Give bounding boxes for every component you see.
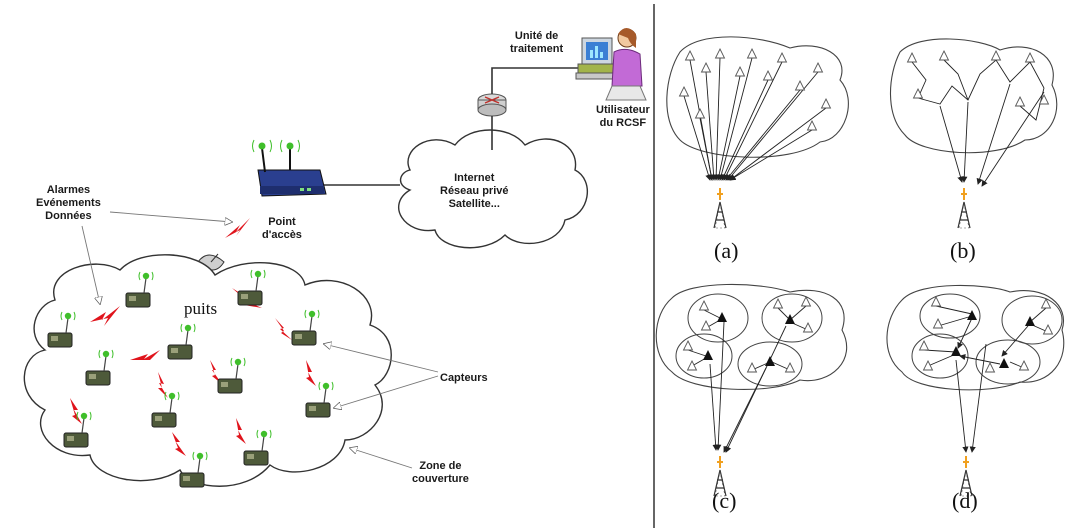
label-sink: puits: [184, 299, 218, 318]
user-computer-icon: [575, 28, 647, 101]
panel-label-a: (a): [714, 238, 739, 263]
coverage-cloud: [23, 254, 392, 487]
router-icon: [477, 93, 507, 117]
label-messages: Alarmes Evénements Données: [36, 184, 101, 222]
internet-cloud: [398, 129, 589, 249]
label-access-point: Point d'accès: [262, 216, 302, 241]
label-processing-unit: Unité de traitement: [510, 30, 564, 55]
panel-label-d: (d): [952, 488, 978, 513]
topology-a: [666, 36, 849, 229]
access-point-icon: [252, 139, 327, 197]
label-coverage: Zone de couverture: [412, 460, 469, 485]
topology-b: [889, 38, 1058, 229]
topology-d: [886, 284, 1065, 497]
panel-label-c: (c): [712, 488, 737, 513]
panel-label-b: (b): [950, 238, 976, 263]
label-network: Internet Réseau privé Satellite...: [440, 172, 509, 210]
label-sensors: Capteurs: [440, 372, 488, 384]
topology-c: [655, 283, 848, 497]
label-user: Utilisateur du RCSF: [596, 104, 650, 129]
